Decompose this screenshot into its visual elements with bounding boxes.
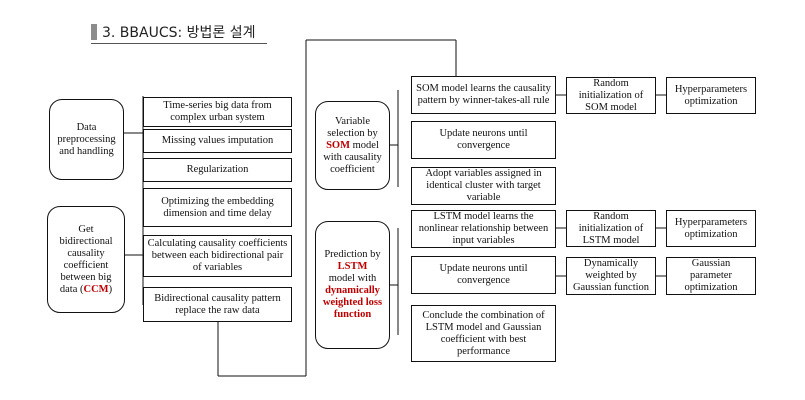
preproc-label-text: Data preprocessing and handling bbox=[57, 121, 116, 157]
lstm-label-loss: dynamically weighted loss function bbox=[322, 285, 383, 320]
som-label-post: model with causality coefficient bbox=[323, 139, 382, 175]
lstm-label-mid: model with bbox=[328, 273, 377, 284]
lstm-hyper-opt: Hyperparameters optimization bbox=[666, 210, 756, 247]
ccm-acronym: CCM bbox=[83, 283, 109, 295]
som-label: Variable selection by SOM model with cau… bbox=[315, 101, 390, 190]
title-underline bbox=[91, 43, 267, 44]
som-label-model: SOM bbox=[326, 139, 351, 151]
lstm-label-pre: Prediction by bbox=[324, 249, 381, 260]
lstm-label-text: Prediction by LSTM model with dynamicall… bbox=[319, 249, 386, 321]
title-marker bbox=[91, 24, 97, 40]
lstm-step-conclude: Conclude the combination of LSTM model a… bbox=[411, 305, 556, 362]
lstm-dynamic-weight: Dynamically weighted by Gaussian functio… bbox=[566, 257, 656, 295]
som-step-update: Update neurons until convergence bbox=[411, 121, 556, 159]
ccm-label-text: Get bidirectional causality coefficient … bbox=[51, 224, 121, 296]
step-regularization: Regularization bbox=[143, 158, 292, 182]
som-label-text: Variable selection by SOM model with cau… bbox=[319, 116, 386, 176]
lstm-step-learn: LSTM model learns the nonlinear relation… bbox=[411, 210, 556, 248]
lstm-step-update: Update neurons until convergence bbox=[411, 256, 556, 294]
som-step-learn: SOM model learns the causality pattern b… bbox=[411, 76, 556, 114]
lstm-label-model: LSTM bbox=[337, 261, 368, 272]
step-embedding: Optimizing the embedding dimension and t… bbox=[143, 188, 292, 227]
preproc-label: Data preprocessing and handling bbox=[49, 99, 124, 180]
som-step-adopt: Adopt variables assigned in identical cl… bbox=[411, 167, 556, 205]
ccm-text: Get bidirectional causality coefficient … bbox=[59, 223, 113, 295]
lstm-random-init: Random initialization of LSTM model bbox=[566, 210, 656, 247]
som-random-init: Random initialization of SOM model bbox=[566, 77, 656, 114]
lstm-label: Prediction by LSTM model with dynamicall… bbox=[315, 221, 390, 349]
step-time-series: Time-series big data from complex urban … bbox=[143, 97, 292, 127]
step-causality-coefficients: Calculating causality coefficients betwe… bbox=[143, 235, 292, 277]
ccm-close: ) bbox=[108, 283, 113, 295]
ccm-label: Get bidirectional causality coefficient … bbox=[47, 206, 125, 313]
som-label-pre: Variable selection by bbox=[327, 115, 378, 139]
som-hyper-opt: Hyperparameters optimization bbox=[666, 77, 756, 114]
ccm-open: ( bbox=[80, 283, 84, 295]
page-title: 3. BBAUCS: 방법론 설계 bbox=[102, 25, 256, 41]
step-imputation: Missing values imputation bbox=[143, 129, 292, 153]
lstm-gauss-opt: Gaussian parameter optimization bbox=[666, 257, 756, 295]
step-bidirectional-pattern: Bidirectional causality pattern replace … bbox=[143, 287, 292, 322]
